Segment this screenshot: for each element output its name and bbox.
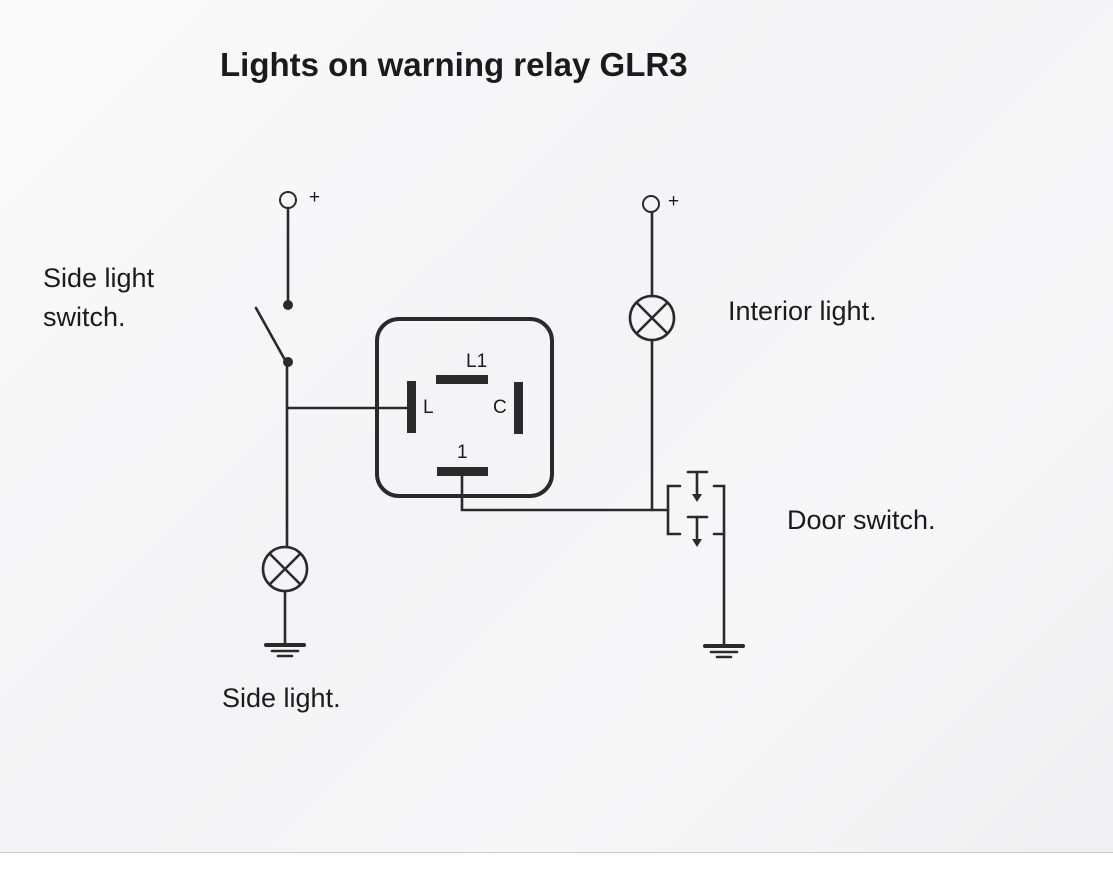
- wire-relay-to-door-switch: [460, 474, 670, 512]
- relay-pin-l1-label: L1: [466, 351, 487, 372]
- side-light-switch-label-line2: switch.: [43, 302, 126, 332]
- right-supply-terminal: +: [642, 191, 679, 213]
- door-switch-symbol: [666, 470, 726, 646]
- side-light-switch-label-line1: Side light: [43, 263, 155, 293]
- side-light-ground-symbol: [264, 643, 306, 658]
- relay-pin-1-label: 1: [457, 442, 468, 463]
- side-light-label: Side light.: [222, 683, 341, 713]
- right-plus-sign: +: [668, 191, 679, 212]
- door-switch-label: Door switch.: [787, 505, 936, 535]
- diagram-title: Lights on warning relay GLR3: [220, 46, 688, 83]
- relay-pin-l-label: L: [423, 397, 434, 418]
- interior-light-lamp-symbol: [628, 294, 676, 342]
- side-light-lamp-symbol: [261, 545, 309, 593]
- door-switch-ground-symbol: [703, 644, 745, 659]
- paper-edge: [0, 852, 1113, 878]
- side-light-switch-symbol: [254, 300, 293, 367]
- left-supply-terminal: +: [279, 187, 320, 209]
- relay-pin-c-label: C: [493, 397, 507, 418]
- interior-light-label: Interior light.: [728, 296, 877, 326]
- left-plus-sign: +: [309, 187, 320, 208]
- relay-box: [375, 317, 554, 498]
